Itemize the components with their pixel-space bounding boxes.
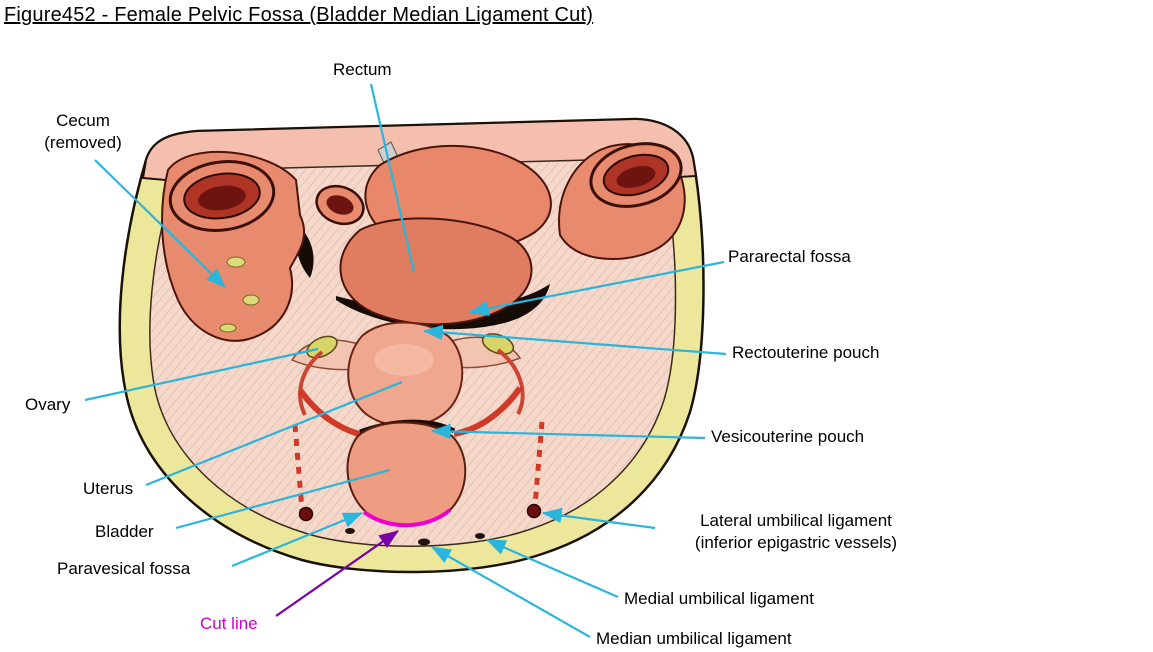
ileum-stump-lumen xyxy=(326,195,354,215)
leader-cecum xyxy=(94,159,226,288)
leader-lateral-umbilical-ligament xyxy=(541,507,656,530)
leader-vesicouterine-pouch xyxy=(430,423,706,440)
rectum-body xyxy=(339,217,533,326)
cut-line-mark xyxy=(362,508,452,528)
leader-ovary xyxy=(84,347,319,402)
leader-medial-umbilical-ligament xyxy=(485,538,619,599)
ovary-right xyxy=(481,333,515,355)
vessel-dotted-left xyxy=(292,424,305,511)
bladder-body xyxy=(346,421,467,527)
label-rectouterine-pouch: Rectouterine pouch xyxy=(732,343,880,362)
cecum-lumen-inner xyxy=(198,185,246,211)
leader-rectum xyxy=(369,83,416,273)
label-lateral-umbilical-ligament: Lateral umbilical ligament (inferior epi… xyxy=(694,511,898,553)
medial-ligament-stump-left xyxy=(345,528,355,534)
leader-uterus xyxy=(145,380,403,487)
label-paravesical-fossa: Paravesical fossa xyxy=(57,559,191,578)
label-bladder: Bladder xyxy=(95,522,154,541)
medial-ligament-stump-right xyxy=(475,533,485,539)
label-ovary: Ovary xyxy=(25,395,71,414)
fat-dab-1 xyxy=(226,256,246,268)
uterus-fundus-highlight xyxy=(374,344,434,376)
leader-paravesical-fossa xyxy=(231,511,364,568)
label-cut-line: Cut line xyxy=(200,614,258,633)
right-bowel-lumen-inner xyxy=(616,166,656,188)
leader-bladder xyxy=(175,468,391,530)
label-uterus: Uterus xyxy=(83,479,134,498)
fat-dab-2 xyxy=(242,294,260,306)
figure-title: Figure452 - Female Pelvic Fossa (Bladder… xyxy=(4,4,594,26)
leader-pararectal-fossa xyxy=(468,260,725,316)
vessel-dotted-right xyxy=(532,421,545,507)
tube-right xyxy=(496,348,525,415)
ovary-left xyxy=(306,335,338,359)
label-median-umbilical-ligament: Median umbilical ligament xyxy=(596,629,792,648)
label-pararectal-fossa: Pararectal fossa xyxy=(728,247,851,266)
label-vesicouterine-pouch: Vesicouterine pouch xyxy=(711,427,865,446)
leader-median-umbilical-ligament xyxy=(431,546,591,638)
fat-dab-3 xyxy=(219,323,237,333)
leader-cut-line xyxy=(275,530,399,617)
leader-rectouterine-pouch xyxy=(422,324,727,356)
label-cecum: Cecum (removed) xyxy=(44,111,122,153)
epigastric-vessel-left xyxy=(298,506,314,522)
label-medial-umbilical-ligament: Medial umbilical ligament xyxy=(624,589,814,608)
median-ligament-stump xyxy=(418,538,430,546)
epigastric-vessel-right xyxy=(526,503,542,519)
label-rectum: Rectum xyxy=(333,60,392,79)
tube-left xyxy=(298,350,324,416)
